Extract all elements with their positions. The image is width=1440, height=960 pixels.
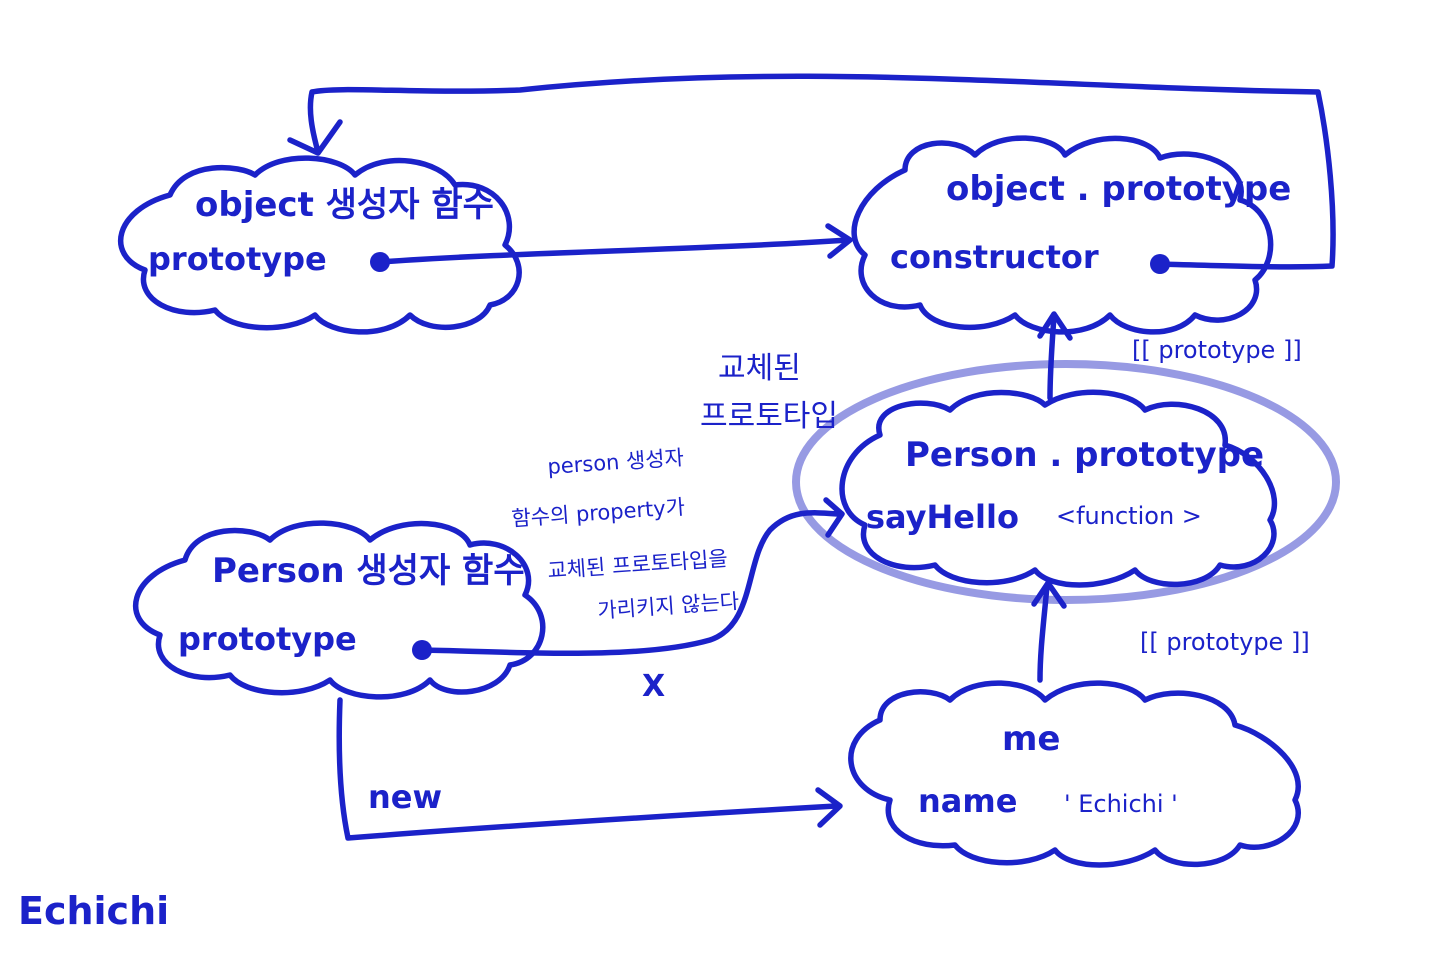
person-proto-title: Person . prototype [905,435,1264,475]
arrowhead-object-constructor [287,119,343,156]
me-value: ' Echichi ' [1064,790,1178,818]
person-constructor-cloud [133,520,546,700]
person-proto-field: sayHello [866,498,1019,536]
constructor-to-object-constructor-arrow [307,73,1336,270]
note-line-3: 교체된 프로토타입을 [547,546,729,583]
arrowhead-proto-top [1037,311,1073,341]
highlight-ring [792,360,1340,604]
object-ctor-prototype-dot [370,252,390,272]
arrowhead-proto-bottom [1031,580,1067,609]
note-line-2: 함수의 property가 [511,495,686,531]
person-ctor-title: Person 생성자 함수 [212,551,525,591]
proto-link-label-top: [[ prototype ]] [1132,336,1302,364]
object-proto-field: constructor [890,238,1099,276]
arrowhead-object-prototype [825,223,853,259]
replaced-prototype-label-line2: 프로토타입 [700,399,838,434]
person-prototype-old-link-arrow [419,510,841,656]
person-ctor-field: prototype [178,620,357,658]
arrowhead-me [815,787,843,828]
me-to-person-prototype-arrow [1037,583,1050,683]
person-proto-value: <function > [1056,502,1202,530]
me-cloud [848,680,1301,868]
object-ctor-field: prototype [148,240,327,278]
person-prototype-cloud [839,389,1278,588]
me-title: me [1002,719,1061,759]
object-proto-constructor-dot [1150,254,1170,274]
object-prototype-to-object-prototype-arrow [377,237,851,265]
object-prototype-cloud [851,135,1274,335]
person-prototype-to-object-prototype-arrow [1047,313,1057,401]
new-label: new [368,778,442,816]
proto-link-label-bottom: [[ prototype ]] [1140,628,1310,656]
note-line-1: person 생성자 [547,446,685,479]
object-constructor-cloud [118,155,522,335]
object-proto-title: object . prototype [946,169,1291,209]
me-field: name [918,782,1017,820]
arrowhead-sayhello [823,497,845,538]
object-ctor-title: object 생성자 함수 [195,185,494,225]
note-line-4: 가리키지 않는다 [597,589,740,623]
x-mark: X [642,669,665,704]
person-ctor-prototype-dot [412,640,432,660]
person-constructor-new-arrow [336,697,839,841]
author-signature: Echichi [18,889,169,933]
replaced-prototype-label-line1: 교체된 [718,351,801,386]
